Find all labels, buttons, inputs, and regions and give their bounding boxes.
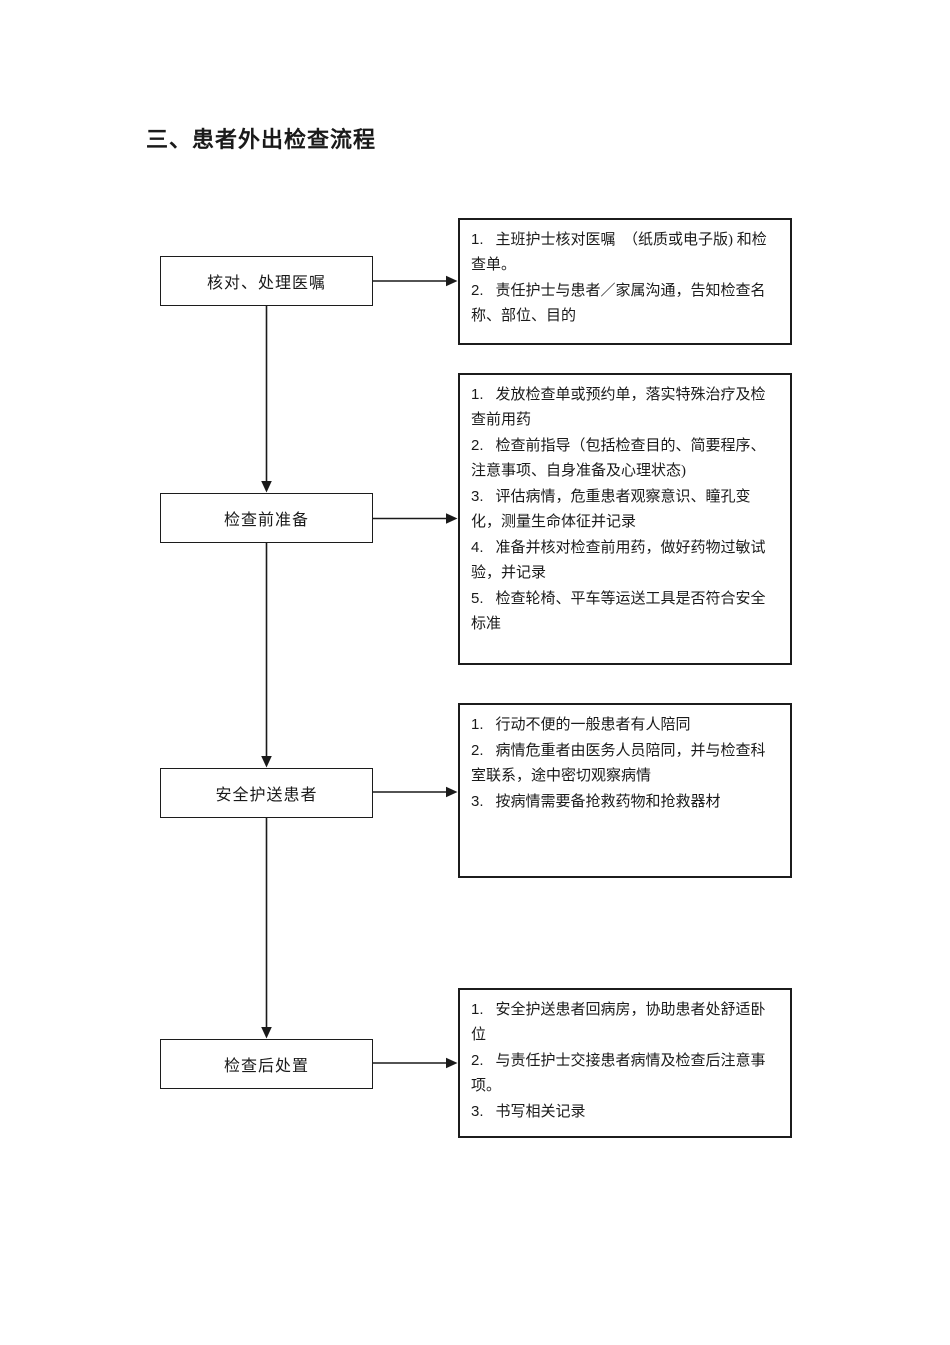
flow-detail-post-exam: 1.安全护送患者回病房，协助患者处舒适卧位 2.与责任护士交接患者病情及检查后注… [458, 988, 792, 1138]
page-title: 三、患者外出检查流程 [146, 127, 377, 152]
flow-detail-check-orders: 1.主班护士核对医嘱 （纸质或电子版) 和检查单。 2.责任护士与患者／家属沟通… [458, 218, 792, 345]
flow-step-label: 检查前准备 [223, 512, 309, 529]
down-arrow-connector-2 [261, 543, 272, 768]
flow-detail-pre-exam-prep: 1.发放检查单或预约单，落实特殊治疗及检查前用药 2.检查前指导（包括检查目的、… [458, 373, 792, 665]
detail-item: 1.发放检查单或预约单，落实特殊治疗及检查前用药 [471, 386, 766, 428]
detail-item: 2.病情危重者由医务人员陪同，并与检查科室联系，途中密切观察病情 [471, 742, 766, 784]
detail-item: 3.书写相关记录 [471, 1103, 586, 1120]
right-arrow-connector-1 [373, 275, 458, 287]
flow-step-pre-exam-prep: 检查前准备 [160, 493, 373, 543]
flow-step-label: 核对、处理医嘱 [206, 275, 326, 292]
right-arrow-connector-2 [373, 513, 458, 524]
flow-detail-escort-patient: 1.行动不便的一般患者有人陪同 2.病情危重者由医务人员陪同，并与检查科室联系，… [458, 703, 792, 878]
detail-item: 1.主班护士核对医嘱 （纸质或电子版) 和检查单。 [471, 231, 767, 273]
detail-item: 1.安全护送患者回病房，协助患者处舒适卧位 [471, 1001, 766, 1043]
detail-item: 1.行动不便的一般患者有人陪同 [471, 716, 691, 733]
detail-item: 3.按病情需要备抢救药物和抢救器材 [471, 793, 721, 810]
detail-item: 5.检查轮椅、平车等运送工具是否符合安全标准 [471, 590, 766, 632]
down-arrow-connector-3 [261, 818, 272, 1039]
detail-item: 2.与责任护士交接患者病情及检查后注意事项。 [471, 1052, 766, 1094]
flow-step-escort-patient: 安全护送患者 [160, 768, 373, 818]
detail-item: 2.检查前指导（包括检查目的、简要程序、注意事项、自身准备及心理状态) [471, 437, 766, 479]
flow-step-post-exam: 检查后处置 [160, 1039, 373, 1089]
detail-item: 3.评估病情，危重患者观察意识、瞳孔变化，测量生命体征并记录 [471, 488, 751, 530]
right-arrow-connector-4 [373, 1057, 458, 1069]
detail-item: 2.责任护士与患者／家属沟通，告知检查名称、部位、目的 [471, 282, 766, 324]
right-arrow-connector-3 [373, 786, 458, 798]
flow-step-label: 检查后处置 [223, 1058, 309, 1075]
down-arrow-connector-1 [261, 306, 272, 493]
detail-item: 4.准备并核对检查前用药，做好药物过敏试验，并记录 [471, 539, 766, 581]
flow-step-check-orders: 核对、处理医嘱 [160, 256, 373, 306]
flow-step-label: 安全护送患者 [215, 787, 318, 804]
